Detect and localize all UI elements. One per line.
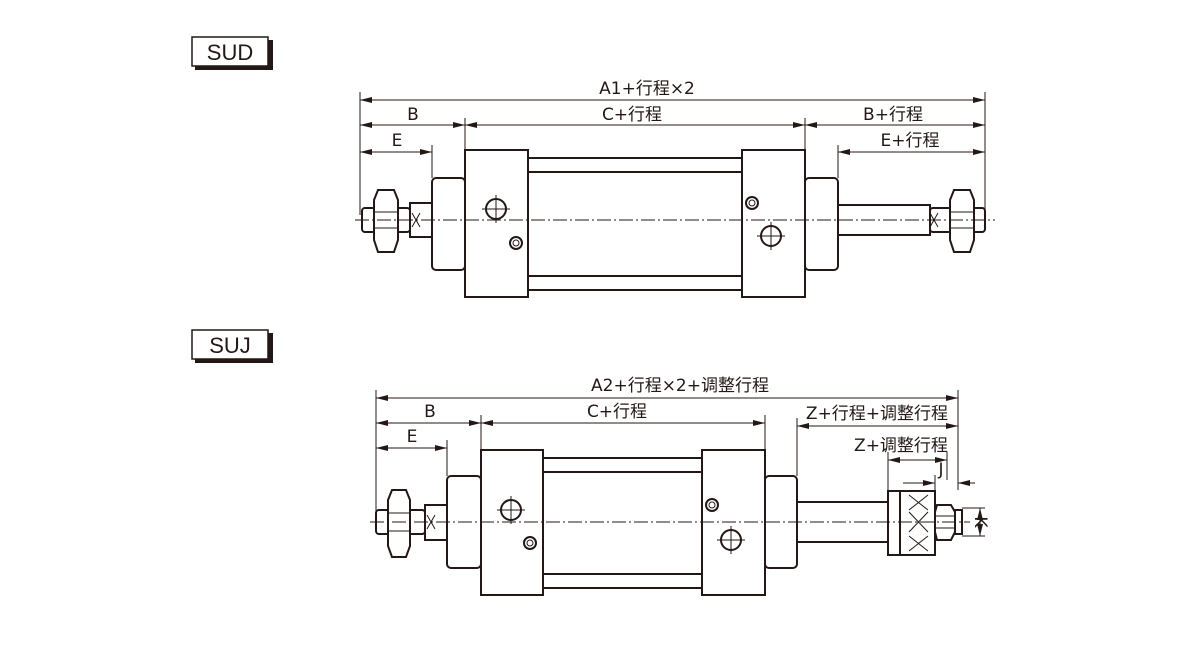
sud-e-text: E	[392, 131, 403, 151]
sud-left-nut	[373, 189, 399, 253]
sud-cylinder	[355, 149, 995, 298]
suj-cylinder	[370, 449, 970, 596]
sud-dimensions: A1+行程×2 B C+行程 B+行程 E E+行程	[359, 79, 986, 215]
suj-b-text: B	[424, 402, 436, 422]
sud-b-stroke-text: B+行程	[863, 105, 923, 125]
sud-label: SUD	[207, 40, 253, 65]
suj-a2-text: A2+行程×2+调整行程	[591, 376, 769, 396]
suj-e-text: E	[407, 427, 418, 447]
sud-e-stroke-text: E+行程	[881, 131, 940, 151]
suj-dimensions: A2+行程×2+调整行程 B C+行程 Z+行程+调整行程 E Z+调整行程 J…	[375, 376, 990, 537]
suj-label-box: SUJ	[191, 329, 273, 363]
suj-adjuster	[887, 490, 936, 556]
sud-label-box: SUD	[191, 36, 273, 70]
sud-right-nut	[949, 189, 975, 253]
sud-a1-text: A1+行程×2	[599, 79, 695, 99]
suj-label: SUJ	[209, 333, 251, 358]
suj-k-text: K	[970, 516, 990, 528]
suj-j-text: J	[937, 460, 943, 480]
suj-left-nut	[387, 489, 411, 558]
suj-z-full-text: Z+行程+调整行程	[806, 404, 948, 424]
sud-c-text: C+行程	[602, 105, 662, 125]
suj-z-adj-text: Z+调整行程	[854, 436, 948, 456]
sud-b-text: B	[407, 105, 419, 125]
suj-c-text: C+行程	[587, 402, 647, 422]
